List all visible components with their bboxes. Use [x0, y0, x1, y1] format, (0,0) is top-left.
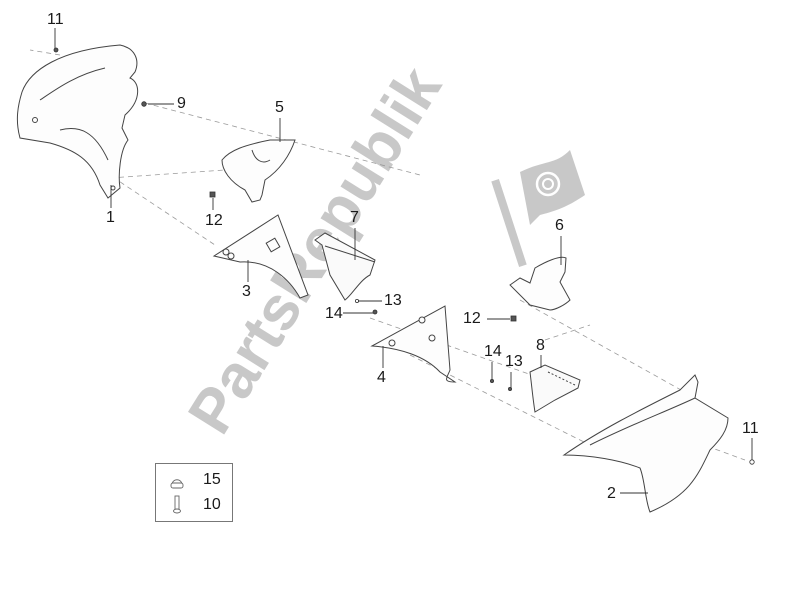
grommet-9 — [141, 101, 147, 107]
callout-14[interactable]: 14 — [325, 305, 343, 322]
part-6-bracket-cover — [509, 256, 571, 311]
gear-flag-icon — [491, 150, 585, 268]
callout-9[interactable]: 9 — [177, 95, 186, 112]
callout-13[interactable]: 13 — [384, 292, 402, 309]
callout-4[interactable]: 4 — [377, 369, 386, 386]
screw-11b — [749, 459, 755, 465]
washer-14a — [372, 309, 378, 315]
part-4-inner-panel — [370, 305, 457, 383]
legend-item-15[interactable]: 15 — [203, 471, 221, 488]
hardware-legend: 15 10 — [155, 463, 233, 522]
callout-11[interactable]: 11 — [47, 11, 64, 28]
svg-text:PartsRepublik: PartsRepublik — [175, 55, 455, 446]
part-8-air-duct — [529, 364, 581, 413]
callout-5[interactable]: 5 — [275, 99, 284, 116]
hardware — [53, 47, 755, 465]
leader-lines — [54, 28, 753, 505]
part-3-inner-panel — [212, 214, 309, 299]
part-5-bracket-cover — [221, 139, 296, 203]
callout-12[interactable]: 12 — [205, 212, 223, 229]
bolt-icon — [173, 495, 181, 514]
clip-12b — [510, 315, 517, 322]
callout-2[interactable]: 2 — [607, 485, 616, 502]
callout-3[interactable]: 3 — [242, 283, 251, 300]
clip-12a — [209, 191, 216, 198]
legend-item-10[interactable]: 10 — [203, 496, 221, 513]
pin-13b — [507, 386, 512, 391]
screw-11a — [53, 47, 59, 53]
nut-icon — [170, 479, 184, 489]
callout-12[interactable]: 12 — [463, 310, 481, 327]
callout-7[interactable]: 7 — [350, 209, 359, 226]
callout-6[interactable]: 6 — [555, 217, 564, 234]
callout-8[interactable]: 8 — [536, 337, 545, 354]
part-2-rear-fairing — [562, 374, 729, 513]
callout-1[interactable]: 1 — [106, 209, 115, 226]
callout-14[interactable]: 14 — [484, 343, 502, 360]
callout-11[interactable]: 11 — [742, 420, 759, 437]
part-1-front-fairing — [16, 44, 139, 199]
part-7-air-duct — [314, 232, 376, 301]
callout-13[interactable]: 13 — [505, 353, 523, 370]
